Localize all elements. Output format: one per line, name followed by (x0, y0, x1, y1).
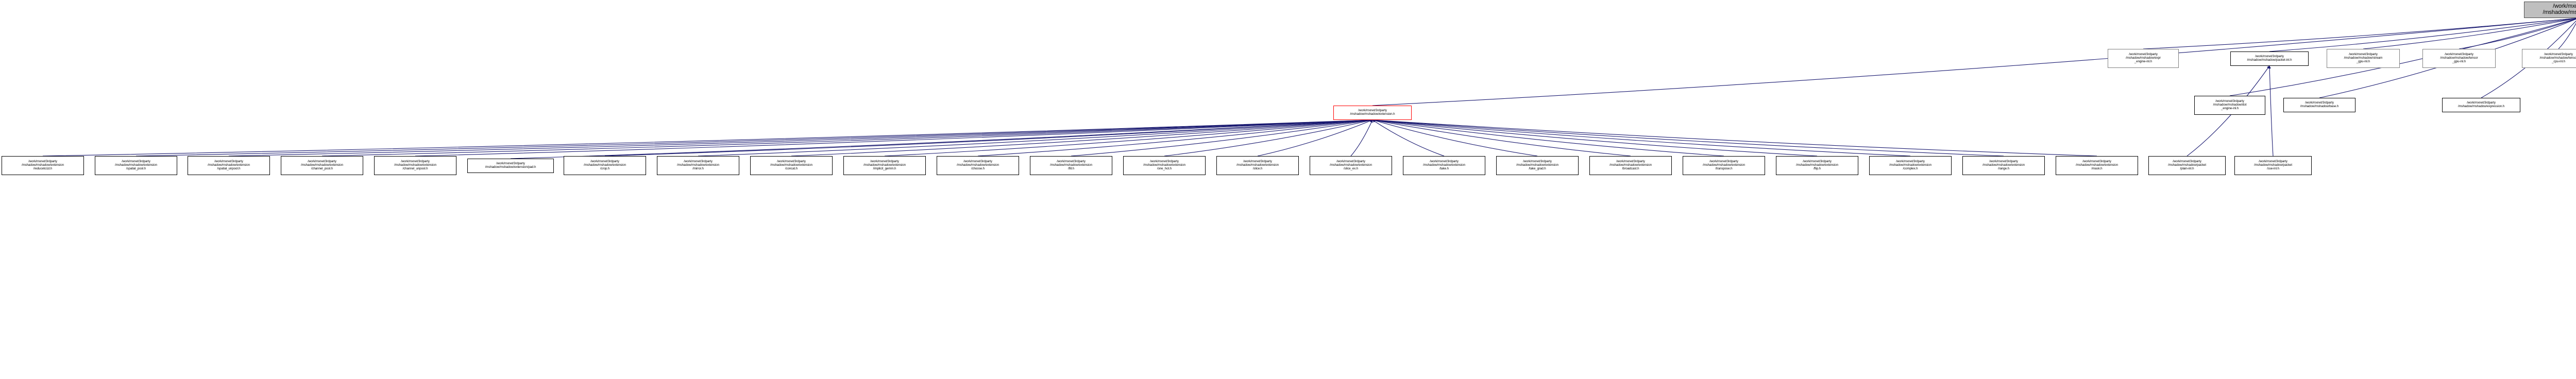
graph-node-extension[interactable]: /work/mxnet/3rdparty /mshadow/mshadow/ex… (1333, 106, 1412, 120)
graph-node-ext_pad[interactable]: /work/mxnet/3rdparty /mshadow/mshadow/ex… (467, 159, 554, 173)
graph-node-ext_one_hot[interactable]: /work/mxnet/3rdparty /mshadow/mshadow/ex… (1123, 156, 1206, 175)
graph-node-stream_gpu[interactable]: /work/mxnet/3rdparty /mshadow/mshadow/st… (2327, 49, 2400, 68)
graph-edge (1372, 119, 1445, 157)
graph-edge (321, 118, 1373, 157)
graph-node-ext_fill[interactable]: /work/mxnet/3rdparty /mshadow/mshadow/ex… (1030, 156, 1112, 175)
graph-node-ext_range[interactable]: /work/mxnet/3rdparty /mshadow/mshadow/ex… (1962, 156, 2045, 175)
graph-edge (42, 118, 1373, 157)
graph-node-ext_transpose[interactable]: /work/mxnet/3rdparty /mshadow/mshadow/ex… (1683, 156, 1765, 175)
graph-edge (1372, 118, 1724, 157)
graph-edge (2459, 17, 2576, 49)
graph-node-ext_broadcast[interactable]: /work/mxnet/3rdparty /mshadow/mshadow/ex… (1589, 156, 1672, 175)
graph-node-ext_mask[interactable]: /work/mxnet/3rdparty /mshadow/mshadow/ex… (2056, 156, 2138, 175)
graph-edge (1372, 119, 1538, 157)
graph-node-ext_take_grad[interactable]: /work/mxnet/3rdparty /mshadow/mshadow/ex… (1496, 156, 1579, 175)
graph-node-ext_take[interactable]: /work/mxnet/3rdparty /mshadow/mshadow/ex… (1403, 156, 1485, 175)
graph-edge (2143, 18, 2576, 49)
graph-node-ext_complex[interactable]: /work/mxnet/3rdparty /mshadow/mshadow/ex… (1869, 156, 1952, 175)
graph-edge (884, 118, 1373, 157)
graph-node-base_gpu[interactable]: /work/mxnet/3rdparty /mshadow/mshadow/ba… (2283, 98, 2355, 112)
graph-node-ext_slice_ex[interactable]: /work/mxnet/3rdparty /mshadow/mshadow/ex… (1310, 156, 1392, 175)
graph-node-ext_crop[interactable]: /work/mxnet/3rdparty /mshadow/mshadow/ex… (564, 156, 646, 175)
graph-node-tensor_cpu[interactable]: /work/mxnet/3rdparty /mshadow/mshadow/te… (2522, 49, 2576, 68)
graph-edge (604, 118, 1373, 157)
graph-node-ext_spatial_pool[interactable]: /work/mxnet/3rdparty /mshadow/mshadow/ex… (95, 156, 177, 175)
graph-edge (977, 118, 1373, 157)
graph-node-ext_flip[interactable]: /work/mxnet/3rdparty /mshadow/mshadow/ex… (1776, 156, 1858, 175)
graph-edge (510, 118, 1373, 159)
graph-edge (1350, 119, 1373, 157)
graph-node-packet_sse_inl[interactable]: /work/mxnet/3rdparty /mshadow/mshadow/pa… (2234, 156, 2312, 175)
graph-edge (1372, 118, 2097, 157)
graph-node-ext_channel_pool[interactable]: /work/mxnet/3rdparty /mshadow/mshadow/ex… (281, 156, 363, 175)
graph-edge (415, 118, 1373, 157)
graph-edge (1071, 119, 1373, 157)
graph-edge (1257, 119, 1373, 157)
graph-edge (1164, 119, 1373, 157)
graph-edge (135, 118, 1373, 157)
graph-node-ext_spatial_unpool[interactable]: /work/mxnet/3rdparty /mshadow/mshadow/ex… (188, 156, 270, 175)
graph-node-ext_concat[interactable]: /work/mxnet/3rdparty /mshadow/mshadow/ex… (750, 156, 833, 175)
graph-edge (2268, 65, 2274, 157)
graph-edge (1372, 118, 1818, 157)
graph-edge (1372, 118, 1911, 157)
graph-node-ext_mirror[interactable]: /work/mxnet/3rdparty /mshadow/mshadow/ex… (657, 156, 739, 175)
graph-node-dot_engine[interactable]: /work/mxnet/3rdparty /mshadow/mshadow/do… (2194, 96, 2265, 115)
graph-edge (1372, 118, 2004, 157)
graph-edge (791, 118, 1373, 157)
graph-edge (228, 118, 1373, 157)
graph-node-root[interactable]: /work/mxnet/3rdparty /mshadow/mshadow/te… (2524, 2, 2576, 18)
graph-node-ext_implicit_gemm[interactable]: /work/mxnet/3rdparty /mshadow/mshadow/ex… (843, 156, 926, 175)
graph-node-packet_inl[interactable]: /work/mxnet/3rdparty /mshadow/mshadow/pa… (2230, 51, 2309, 66)
graph-node-packet_plain_inl[interactable]: /work/mxnet/3rdparty /mshadow/mshadow/pa… (2148, 156, 2226, 175)
graph-edge (2558, 23, 2576, 49)
graph-node-ext_reduceto1d[interactable]: /work/mxnet/3rdparty /mshadow/mshadow/ex… (2, 156, 84, 175)
graph-node-ext_channel_unpool[interactable]: /work/mxnet/3rdparty /mshadow/mshadow/ex… (374, 156, 456, 175)
graph-node-expr_engine[interactable]: /work/mxnet/3rdparty /mshadow/mshadow/ex… (2108, 49, 2179, 68)
graph-edge (2269, 18, 2576, 52)
graph-node-ext_slice[interactable]: /work/mxnet/3rdparty /mshadow/mshadow/ex… (1216, 156, 1299, 175)
graph-edge (2363, 18, 2576, 49)
graph-node-tensor_gpu[interactable]: /work/mxnet/3rdparty /mshadow/mshadow/te… (2422, 49, 2496, 68)
graph-edge (698, 118, 1373, 157)
graph-node-expression[interactable]: /work/mxnet/3rdparty /mshadow/mshadow/ex… (2442, 98, 2520, 112)
graph-node-ext_choose[interactable]: /work/mxnet/3rdparty /mshadow/mshadow/ex… (937, 156, 1019, 175)
graph-edge (1372, 119, 1631, 157)
